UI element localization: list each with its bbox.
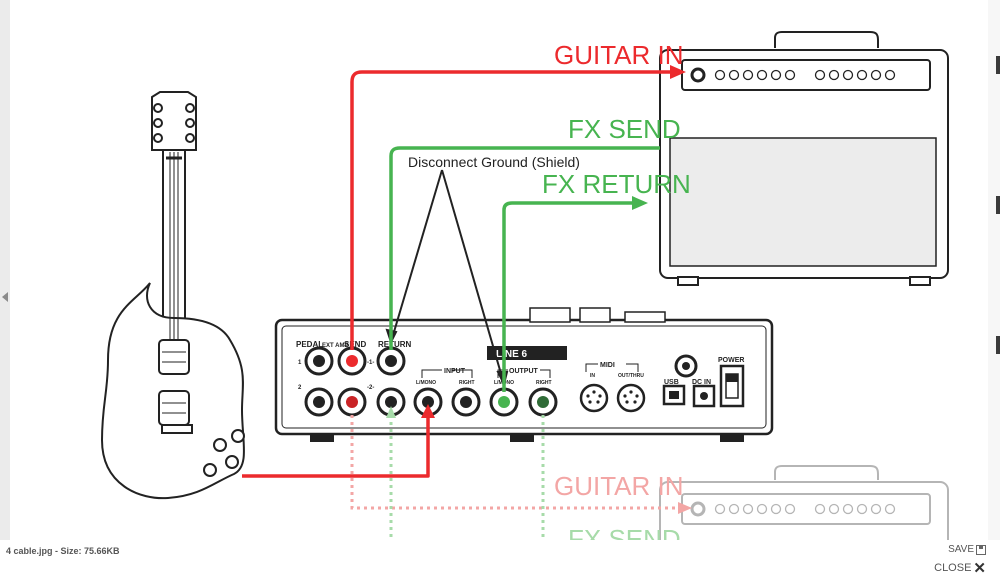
cable-diagram-image: PEDAL EXT AMP SEND RETURN 1 2 -1- -2- IN… bbox=[100, 31, 949, 540]
panel-input-right: RIGHT bbox=[459, 380, 475, 386]
panel-return-label: RETURN bbox=[378, 340, 412, 349]
file-info: 4 cable.jpg - Size: 75.66KB bbox=[6, 546, 120, 556]
guitar-in-faded-label: GUITAR IN bbox=[554, 471, 684, 501]
panel-power-label: POWER bbox=[718, 357, 744, 364]
panel-input-label: INPUT bbox=[444, 368, 466, 375]
disconnect-ground-label: Disconnect Ground (Shield) bbox=[408, 154, 580, 170]
guitar-illustration bbox=[100, 91, 245, 500]
close-icon: ✕ bbox=[973, 559, 986, 577]
panel-send-label: SEND bbox=[344, 340, 366, 349]
panel-input-lmono: L/MONO bbox=[416, 380, 436, 386]
previous-image-button[interactable] bbox=[0, 0, 10, 540]
save-button[interactable]: SAVE bbox=[948, 544, 986, 555]
panel-ext-amp-label: EXT AMP bbox=[322, 343, 348, 349]
panel-midi-label: MIDI bbox=[600, 362, 615, 369]
scroll-marker bbox=[996, 196, 1000, 214]
fx-return-label: FX RETURN bbox=[542, 169, 691, 199]
cable-send-to-guitar-in bbox=[350, 70, 672, 350]
lightbox-footer: 4 cable.jpg - Size: 75.66KB SAVE CLOSE ✕ bbox=[0, 540, 1000, 583]
line6-logo: LINE 6 bbox=[496, 349, 528, 360]
close-button[interactable]: CLOSE ✕ bbox=[934, 559, 986, 577]
cable-guitar-to-input bbox=[242, 418, 430, 478]
fx-send-label: FX SEND bbox=[568, 114, 681, 144]
panel-num-1b: -1- bbox=[367, 360, 374, 366]
panel-num-1: 1 bbox=[298, 360, 302, 366]
processor-unit bbox=[274, 307, 774, 442]
panel-pedal-label: PEDAL bbox=[296, 340, 323, 349]
scroll-marker bbox=[996, 336, 1000, 354]
chevron-left-icon[interactable] bbox=[2, 292, 8, 302]
scroll-marker bbox=[996, 56, 1000, 74]
floppy-disk-icon bbox=[976, 544, 986, 555]
panel-output-label: OUTPUT bbox=[509, 368, 539, 375]
guitar-in-label: GUITAR IN bbox=[554, 40, 684, 70]
close-label: CLOSE bbox=[934, 562, 972, 574]
panel-usb-label: USB bbox=[664, 379, 679, 386]
cable-output-to-fx-return bbox=[502, 201, 634, 392]
amplifier-illustration bbox=[659, 31, 949, 286]
panel-num-2b: -2- bbox=[367, 385, 374, 391]
cable-guitar-in-faded bbox=[350, 415, 678, 510]
fx-send-faded-label: FX SEND bbox=[568, 524, 681, 540]
panel-num-2: 2 bbox=[298, 385, 302, 391]
panel-output-right: RIGHT bbox=[536, 380, 552, 386]
save-label: SAVE bbox=[948, 544, 974, 555]
image-viewport: PEDAL EXT AMP SEND RETURN 1 2 -1- -2- IN… bbox=[10, 0, 988, 540]
panel-midi-out: OUT/THRU bbox=[618, 373, 644, 379]
next-image-strip[interactable] bbox=[988, 0, 1000, 540]
panel-midi-in: IN bbox=[590, 373, 595, 379]
amplifier-faded-illustration bbox=[659, 465, 949, 540]
panel-dc-in-label: DC IN bbox=[692, 379, 711, 386]
cable-fx-send-to-return bbox=[389, 146, 660, 350]
